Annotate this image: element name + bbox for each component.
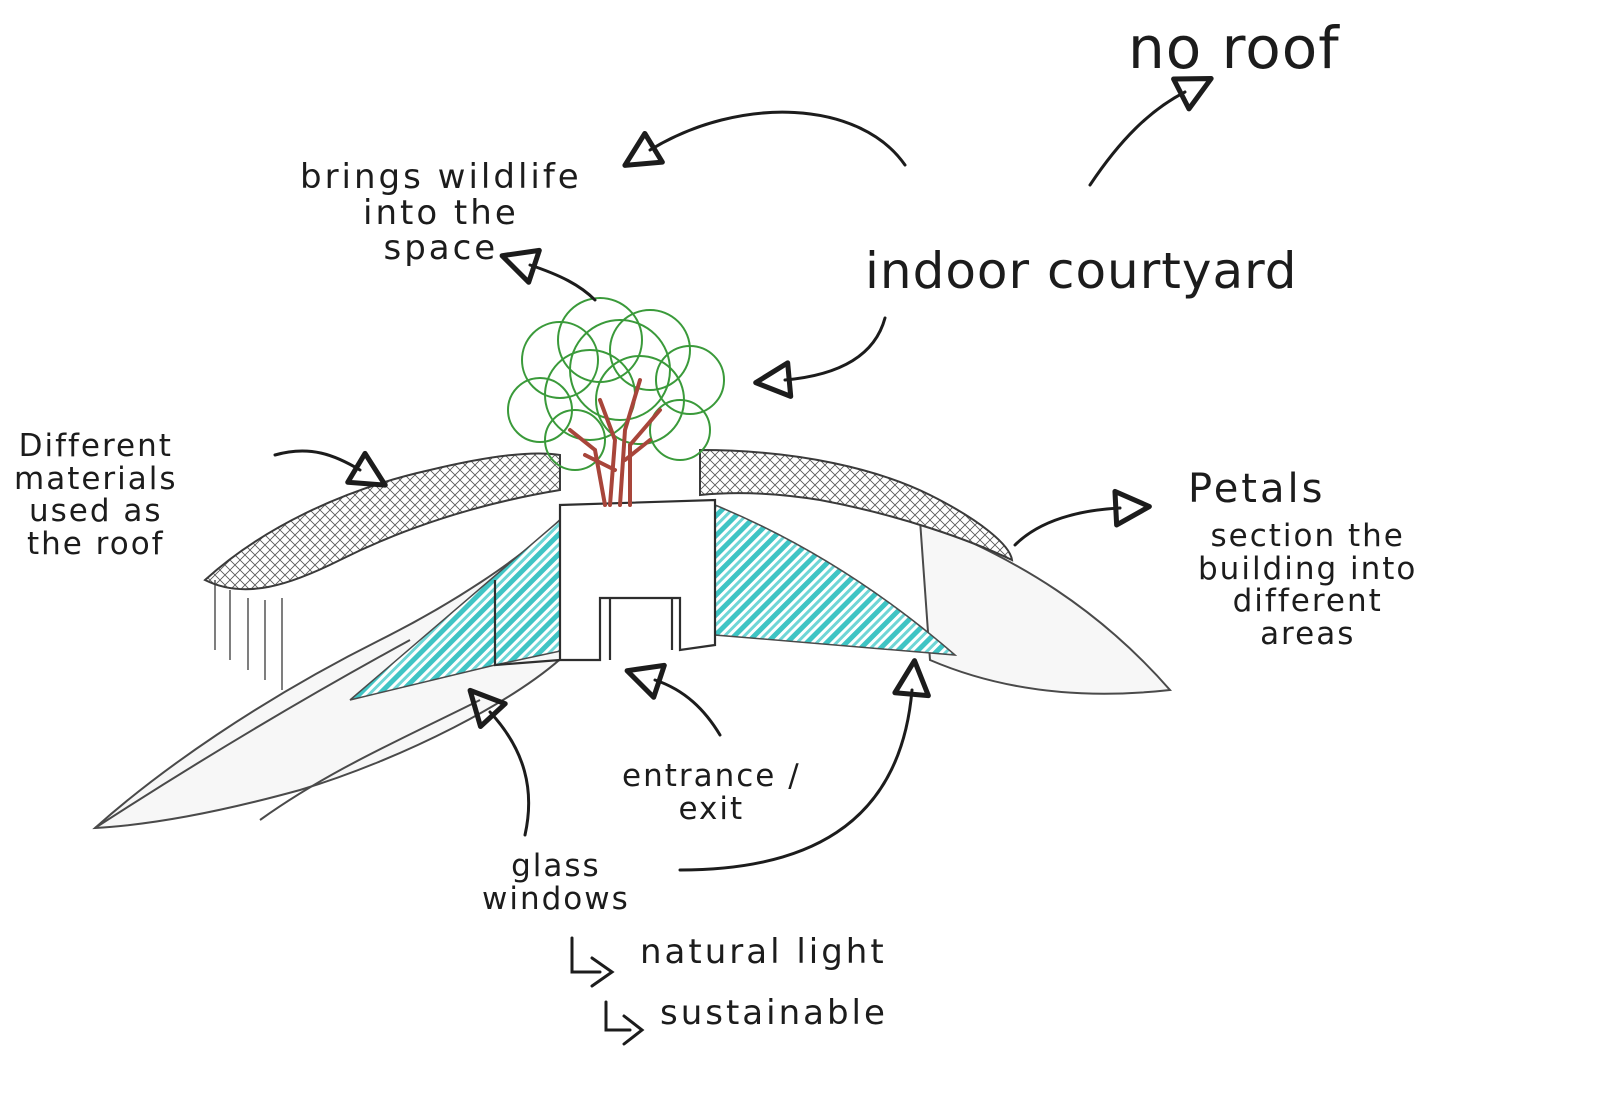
arrow-icon (650, 112, 905, 165)
no-roof-label: no roof (1128, 18, 1340, 79)
bullet-arrows (572, 938, 642, 1044)
entrance-exit-label: entrance / exit (622, 760, 801, 825)
arrow-icon (655, 680, 720, 735)
arrow-icon (1090, 92, 1185, 185)
petals-description: section the building into different area… (1198, 520, 1417, 650)
arrow-icon (530, 265, 595, 300)
sustainable-label: sustainable (660, 996, 888, 1032)
brings-wildlife-label: brings wildlife into the space (300, 160, 582, 267)
different-materials-label: Different materials used as the roof (14, 430, 178, 560)
arrow-icon (1015, 508, 1120, 545)
glass-windows-label: glass windows (482, 850, 630, 915)
arrow-icon (275, 451, 360, 470)
arrow-icon (490, 712, 529, 835)
indoor-courtyard-label: indoor courtyard (865, 245, 1298, 298)
natural-light-label: natural light (640, 935, 887, 971)
arrow-icon (785, 318, 885, 380)
petals-label: Petals (1188, 468, 1325, 510)
